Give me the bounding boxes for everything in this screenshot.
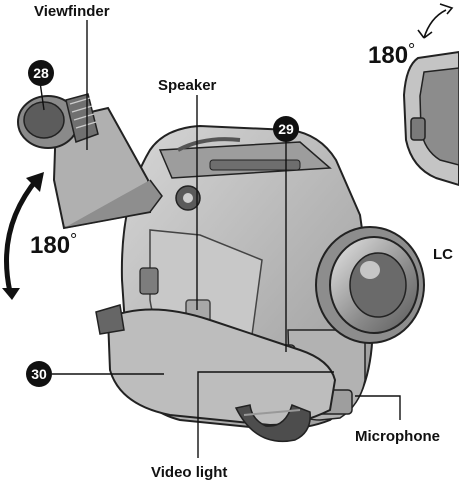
lens: [315, 226, 425, 344]
callout-29: 29: [273, 116, 299, 142]
label-viewfinder: Viewfinder: [34, 3, 110, 20]
hand-strap: [95, 304, 337, 442]
lcd-rotation-arrow-icon: [417, 9, 447, 39]
rotation-label-right: 180°: [368, 40, 416, 69]
viewfinder: [17, 93, 163, 230]
label-lcd-partial: LC: [433, 246, 453, 263]
label-speaker: Speaker: [158, 77, 217, 94]
leader-lines: [39, 20, 401, 458]
rotation-label-left: 180°: [30, 230, 78, 259]
lcd-panel: [402, 50, 459, 187]
viewfinder-rotation-arrow-icon: [4, 176, 40, 293]
callout-28: 28: [28, 60, 54, 86]
callout-30: 30: [26, 361, 52, 387]
label-video-light: Video light: [151, 464, 228, 481]
label-microphone: Microphone: [355, 428, 440, 445]
